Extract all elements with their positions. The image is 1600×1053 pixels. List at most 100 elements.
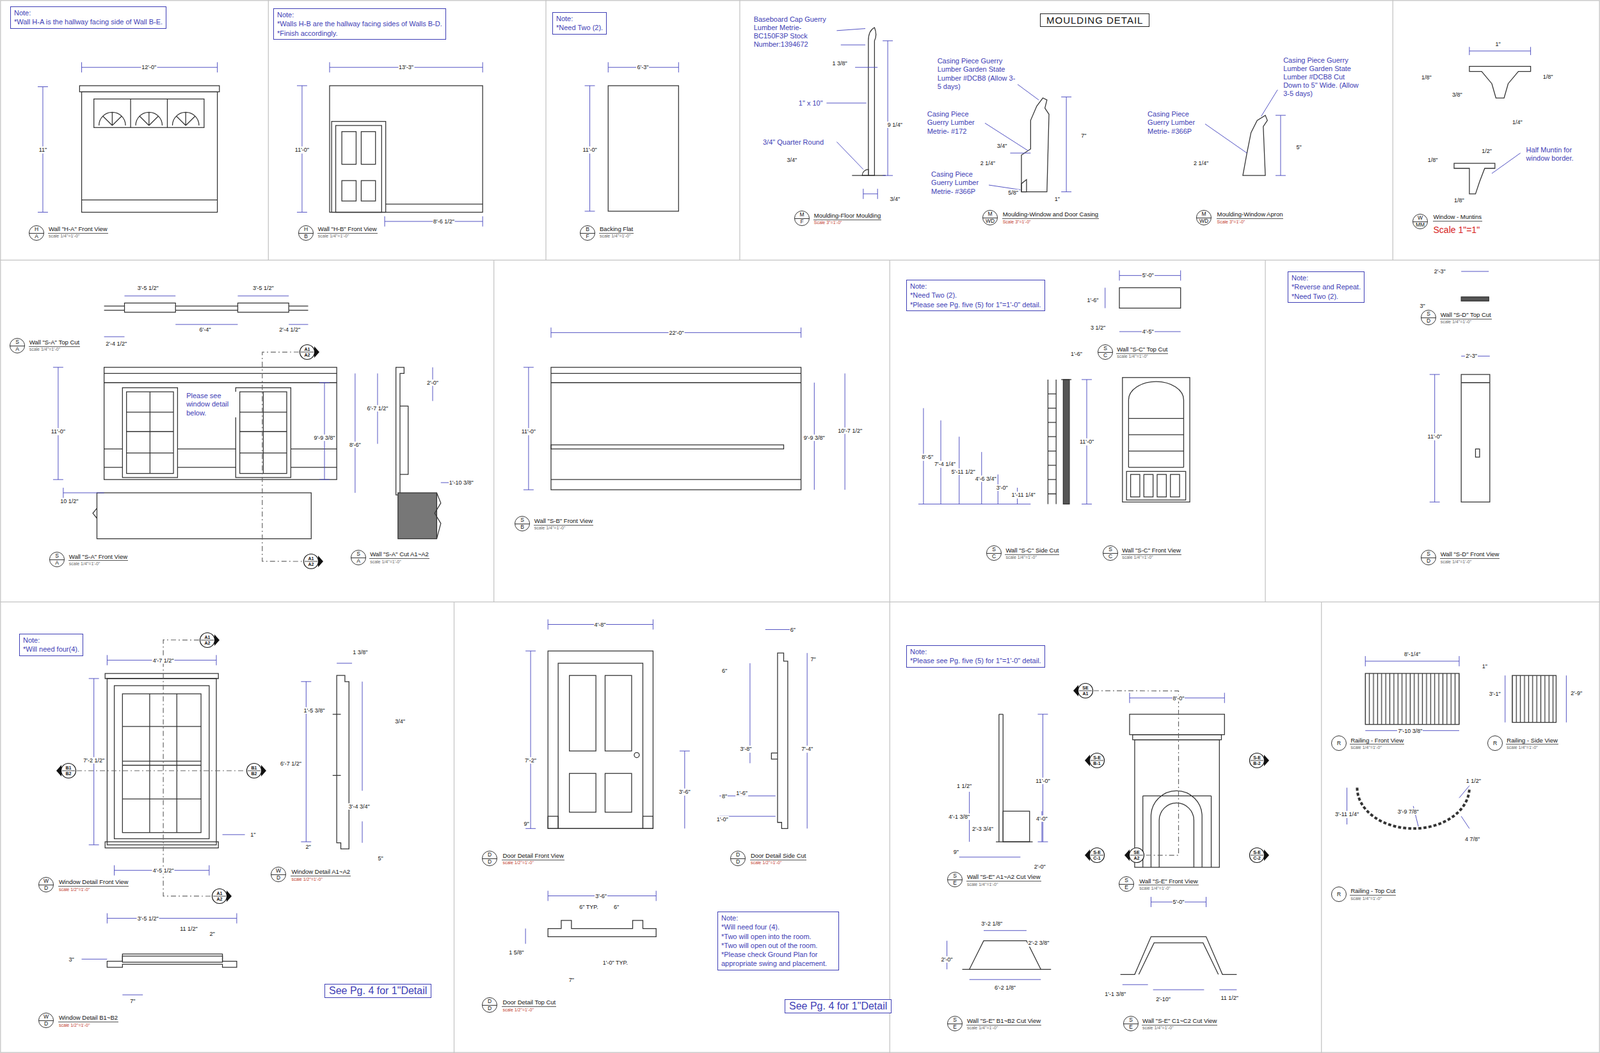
drawing-rect [341,180,356,201]
marker-divider [1090,855,1104,856]
marker-letter: S [1426,550,1431,558]
scale-note: scale 1/2"=1'-0" [501,860,535,866]
marker-letter: H [34,225,39,233]
drawing-rect [235,387,291,478]
marker-letter: C-1 [1093,855,1101,862]
marker-letter: F [585,232,589,240]
note-box: Note:*Walls H-B are the hallway facing s… [273,8,447,40]
drawing-rect [1134,739,1220,868]
dimension-text: 7'-2" [524,757,537,764]
dimension-text: 2" [209,930,216,937]
dimension-text: 8" [721,792,728,799]
marker-letter: M [987,210,992,218]
drawing-rect [240,391,287,474]
drawing-path [771,652,788,829]
marker-letter: E [952,1023,957,1031]
marker-letter: A2 [304,352,311,359]
view-marker: SC [1102,545,1119,561]
node-text: *Need Two (2). [910,290,1042,300]
marker-letter: D [736,851,740,859]
drawing-rect [122,387,178,478]
dimension-text: 1'-6" [735,789,749,797]
drawing-path [104,673,219,679]
marker-letter: B2 [65,770,72,777]
dimension-text: 8'-5" [920,453,934,461]
marker-divider [1079,690,1092,692]
callout-text: Casing Piece Guerry Lumber Garden State … [936,56,1018,91]
section-marker: S-EB-2 [1248,752,1270,769]
dimension-text: 13'-3" [398,64,415,71]
dimension-text: 5'-0" [1172,898,1186,905]
dimension-text: 9" [952,848,960,856]
drawing-path [1128,381,1184,468]
marker-letter: SE [1133,849,1140,856]
node-text: *Two will open out of the room. [721,940,836,950]
note-box: Note:*Wall H-A is the hallway facing sid… [10,6,167,29]
view-title: Moulding-Window and Door Casing [1002,211,1099,219]
section-marker: S-EC-1 [1084,846,1106,864]
marker-letter: A [15,345,20,353]
marker-letter: R [1493,739,1497,747]
marker-divider [1090,760,1104,761]
section-cut-line [76,769,246,771]
section-marker-shape [1084,846,1106,864]
dimension-text: 3'-0" [995,484,1009,491]
section-cut-line [163,640,212,896]
dimension-text: 3'-9 7/8" [1397,807,1420,815]
node-text: *Walls H-B are the hallway facing sides … [277,19,443,29]
drawing-path [1122,896,1238,990]
marker-letter: S [55,552,59,560]
dimension-text: 3/4" [394,718,406,725]
dimension-text: 12'-0" [140,64,157,71]
marker-arrow [318,555,324,568]
dimension-text: 1/8" [1542,72,1554,80]
drawing-rect [1002,810,1030,842]
drawing-rect [81,91,218,212]
note-heading: Note: [910,647,1042,656]
dimension-text: 1/8" [1453,196,1465,203]
marker-arrow [261,764,267,777]
view-title: Wall "S-A" Front View [68,553,128,562]
dimension-text: 4'-5 1/2" [152,867,175,874]
dimension-text: 6" TYP. [578,903,599,911]
callout-text: Casing Piece Guerry Lumber Metrie- #366P [1146,110,1206,136]
dimension-text: 10 1/2" [59,497,79,505]
drawing-rect [122,956,223,963]
marker-letter: S [1124,876,1129,884]
marker-circle [1249,848,1265,863]
marker-letter: C [992,552,996,560]
dimension-text: 3'-5 1/2" [252,284,275,291]
marker-circle [1089,753,1105,768]
view-marker: SC [986,545,1002,561]
dimension-text: 8'-6" [348,441,362,448]
marker-arrow [1264,754,1270,767]
drawing-rect [547,816,559,829]
view-marker: MWD [1196,209,1212,226]
drawing-rect [604,675,632,751]
marker-letter: M [799,211,804,219]
section-marker-shape [298,343,320,361]
marker-letter: A1 [304,346,311,353]
dimension-text: 3 1/2" [1089,324,1106,331]
marker-divider [1130,855,1144,856]
marker-letter: S [1128,1016,1133,1024]
drawing-rect [1126,471,1186,500]
dimension-text: 1 1/2" [1465,777,1482,784]
scale-note: scale 1/4"=1'-0" [369,559,402,565]
dimension-text: 9'-9 3/8" [803,434,826,441]
dimension-text: 2'-9" [1569,689,1583,696]
dimension-text: 5'-0" [1141,272,1155,279]
marker-letter: B [304,232,308,240]
marker-letter: A1 [204,634,211,641]
marker-arrow [1264,849,1270,861]
drawing-rect [398,492,438,539]
node-text: *Finish accordingly. [277,28,443,38]
drawing-path [355,367,455,493]
dimension-text: 1'-10 3/8" [448,479,475,486]
view-marker: SB [514,515,530,532]
drawing-g [79,27,1556,975]
dimension-text: 7" [568,976,575,983]
drawing-path [959,714,1049,857]
view-title: Wall "S-C" Top Cut [1116,346,1168,354]
dimension-text: 7'-10 3/8" [1397,727,1423,734]
